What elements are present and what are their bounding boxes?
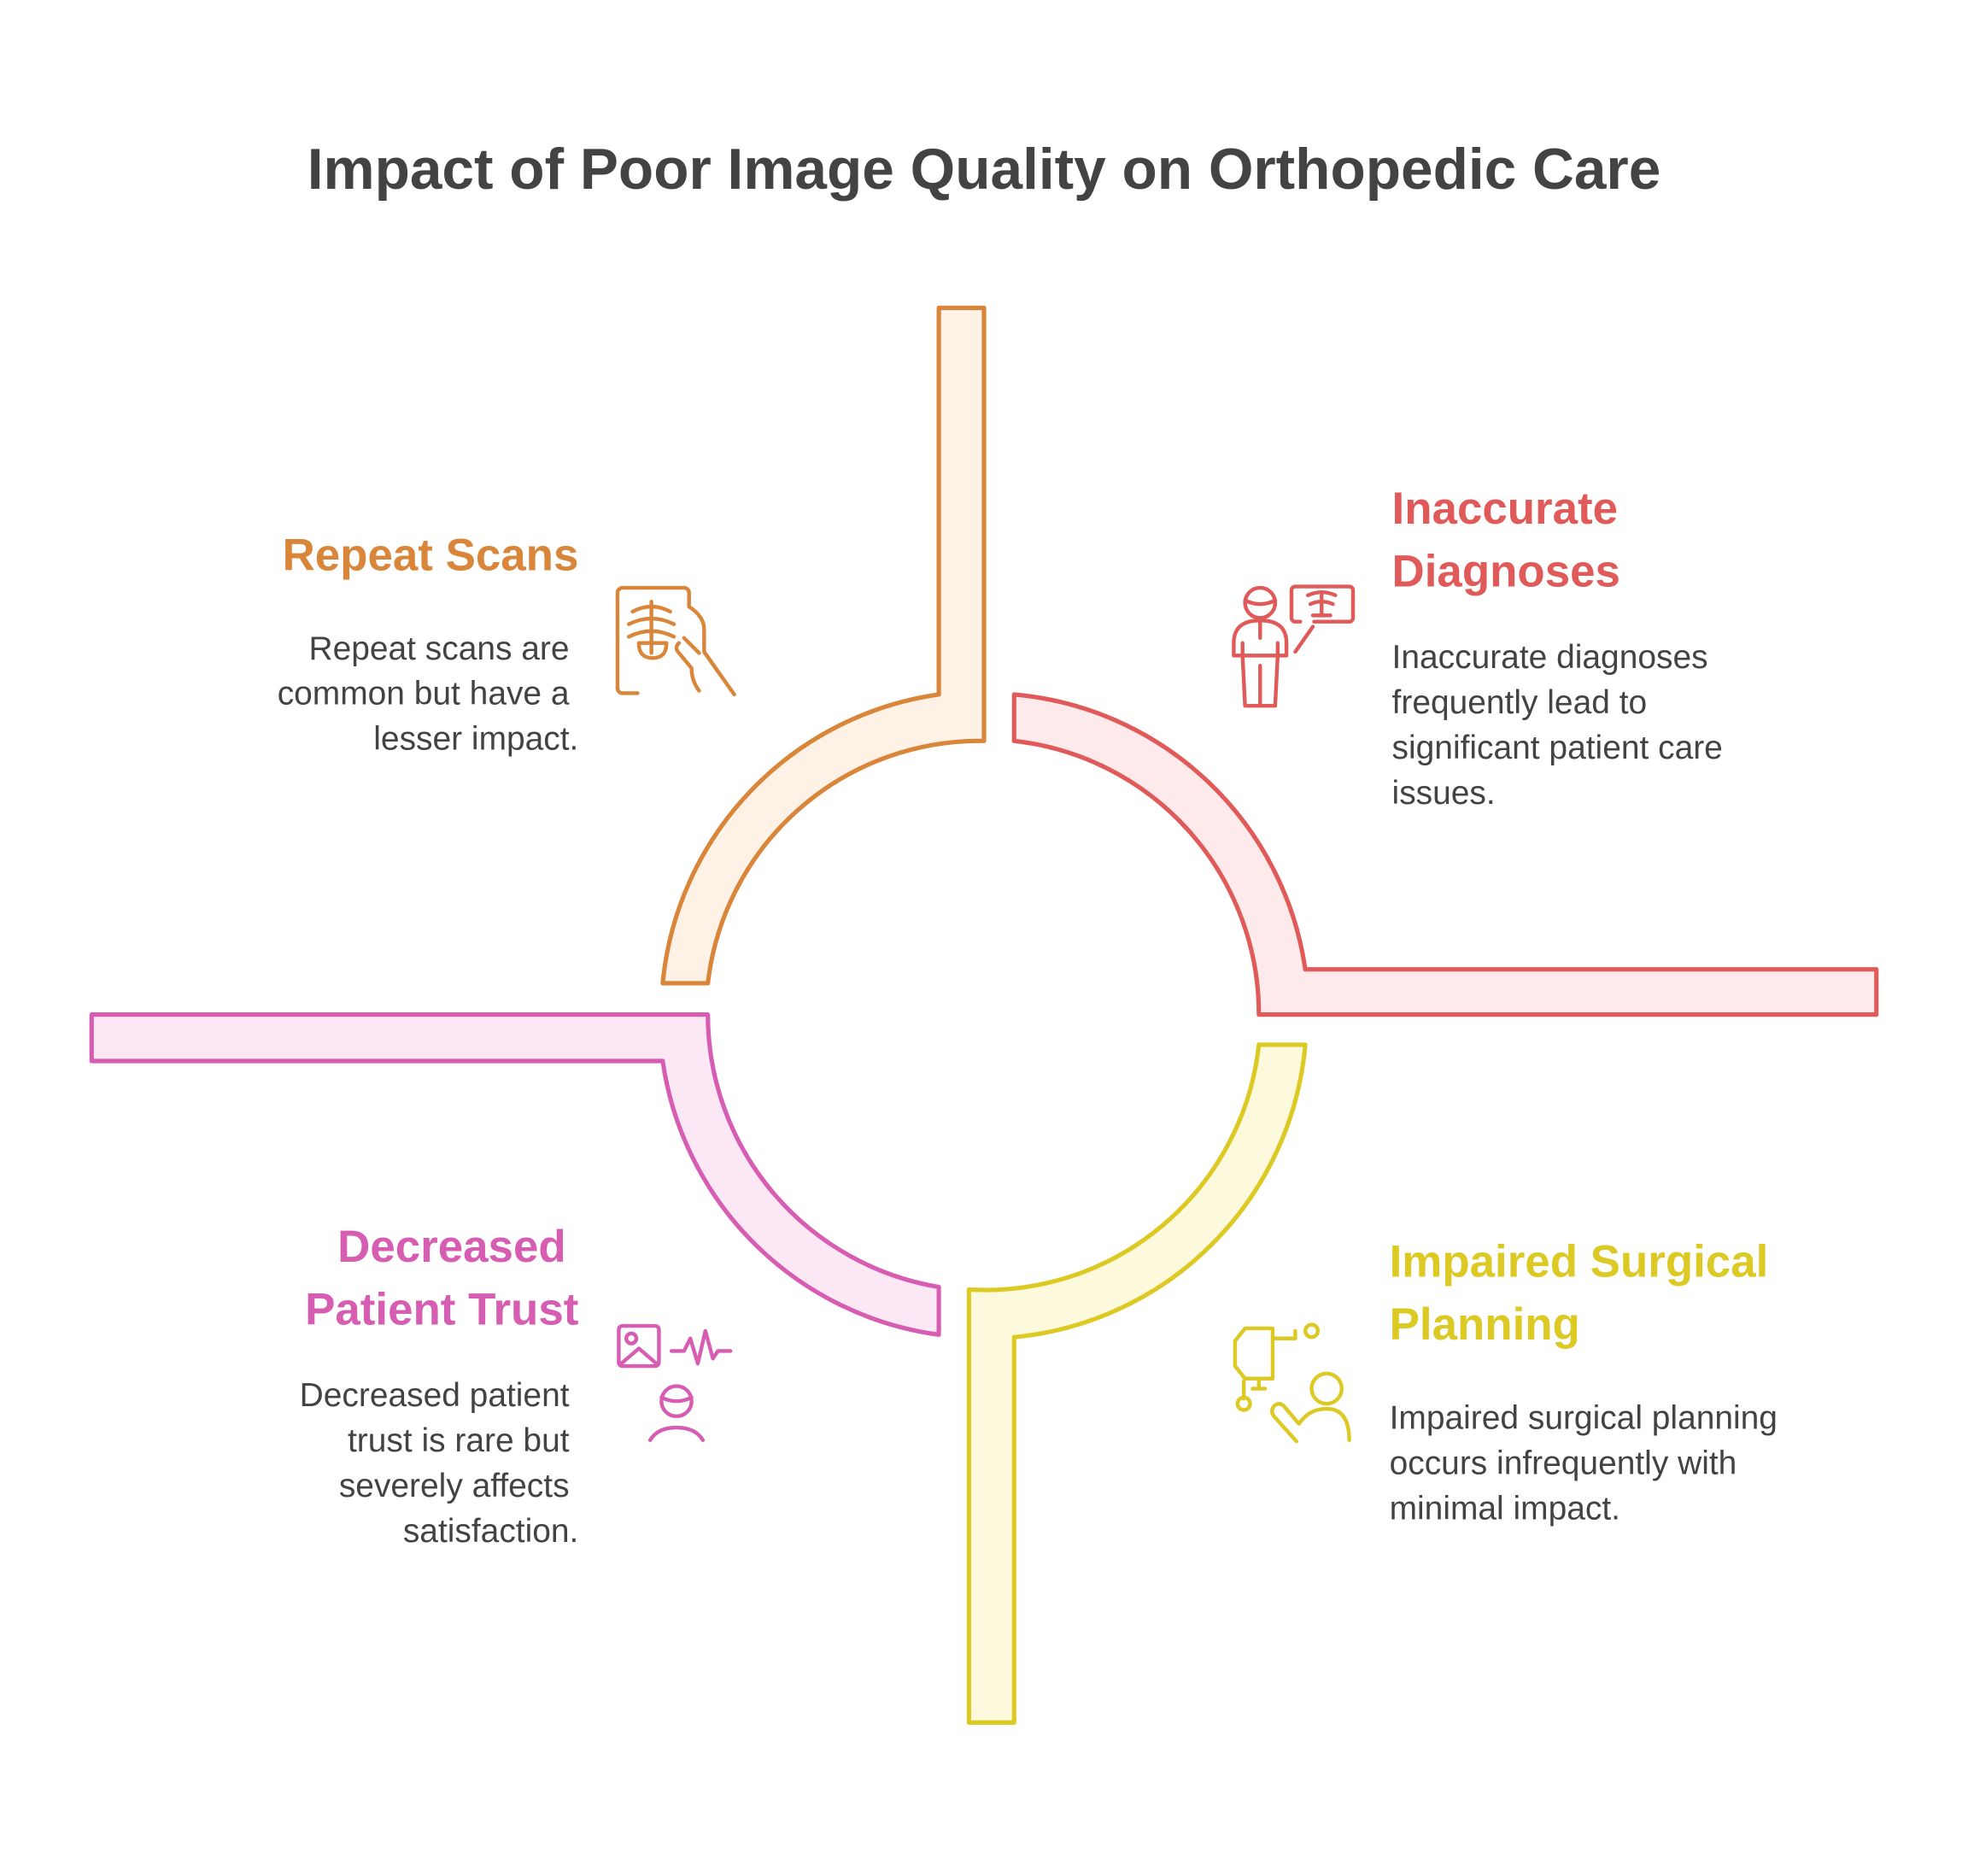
- section-description: Repeat scans are common but have a lesse…: [278, 630, 579, 758]
- section-heading: Decreased Patient Trust: [305, 1222, 578, 1334]
- section-decreased-patient-trust: Decreased Patient Trust Decreased patien…: [300, 1222, 733, 1550]
- section-description: Decreased patient trust is rare but seve…: [300, 1377, 579, 1550]
- section-impaired-surgical-planning: Impaired Surgical Planning Impaired surg…: [1233, 1237, 1787, 1527]
- yellow-arc-segment: [966, 1042, 1308, 1725]
- section-heading: Repeat Scans: [283, 530, 579, 580]
- pink-arc-segment: [89, 1012, 941, 1337]
- patient-monitor-icon: [617, 1323, 733, 1442]
- orange-arc-segment: [660, 305, 987, 986]
- section-description: Inaccurate diagnoses frequently lead to …: [1392, 639, 1732, 812]
- section-repeat-scans: Repeat Scans Repeat scans are common but…: [278, 530, 736, 758]
- section-heading: Inaccurate Diagnoses: [1392, 484, 1631, 596]
- section-inaccurate-diagnoses: Inaccurate Diagnoses Inaccurate diagnose…: [1232, 484, 1732, 812]
- section-heading: Impaired Surgical Planning: [1390, 1237, 1781, 1350]
- doctor-xray-icon: [1232, 584, 1356, 708]
- page-title: Impact of Poor Image Quality on Orthoped…: [308, 138, 1661, 202]
- xray-hand-icon: [615, 585, 736, 697]
- surgical-lamp-icon: [1233, 1322, 1351, 1444]
- red-arc-segment: [1011, 692, 1879, 1017]
- section-description: Impaired surgical planning occurs infreq…: [1390, 1400, 1787, 1527]
